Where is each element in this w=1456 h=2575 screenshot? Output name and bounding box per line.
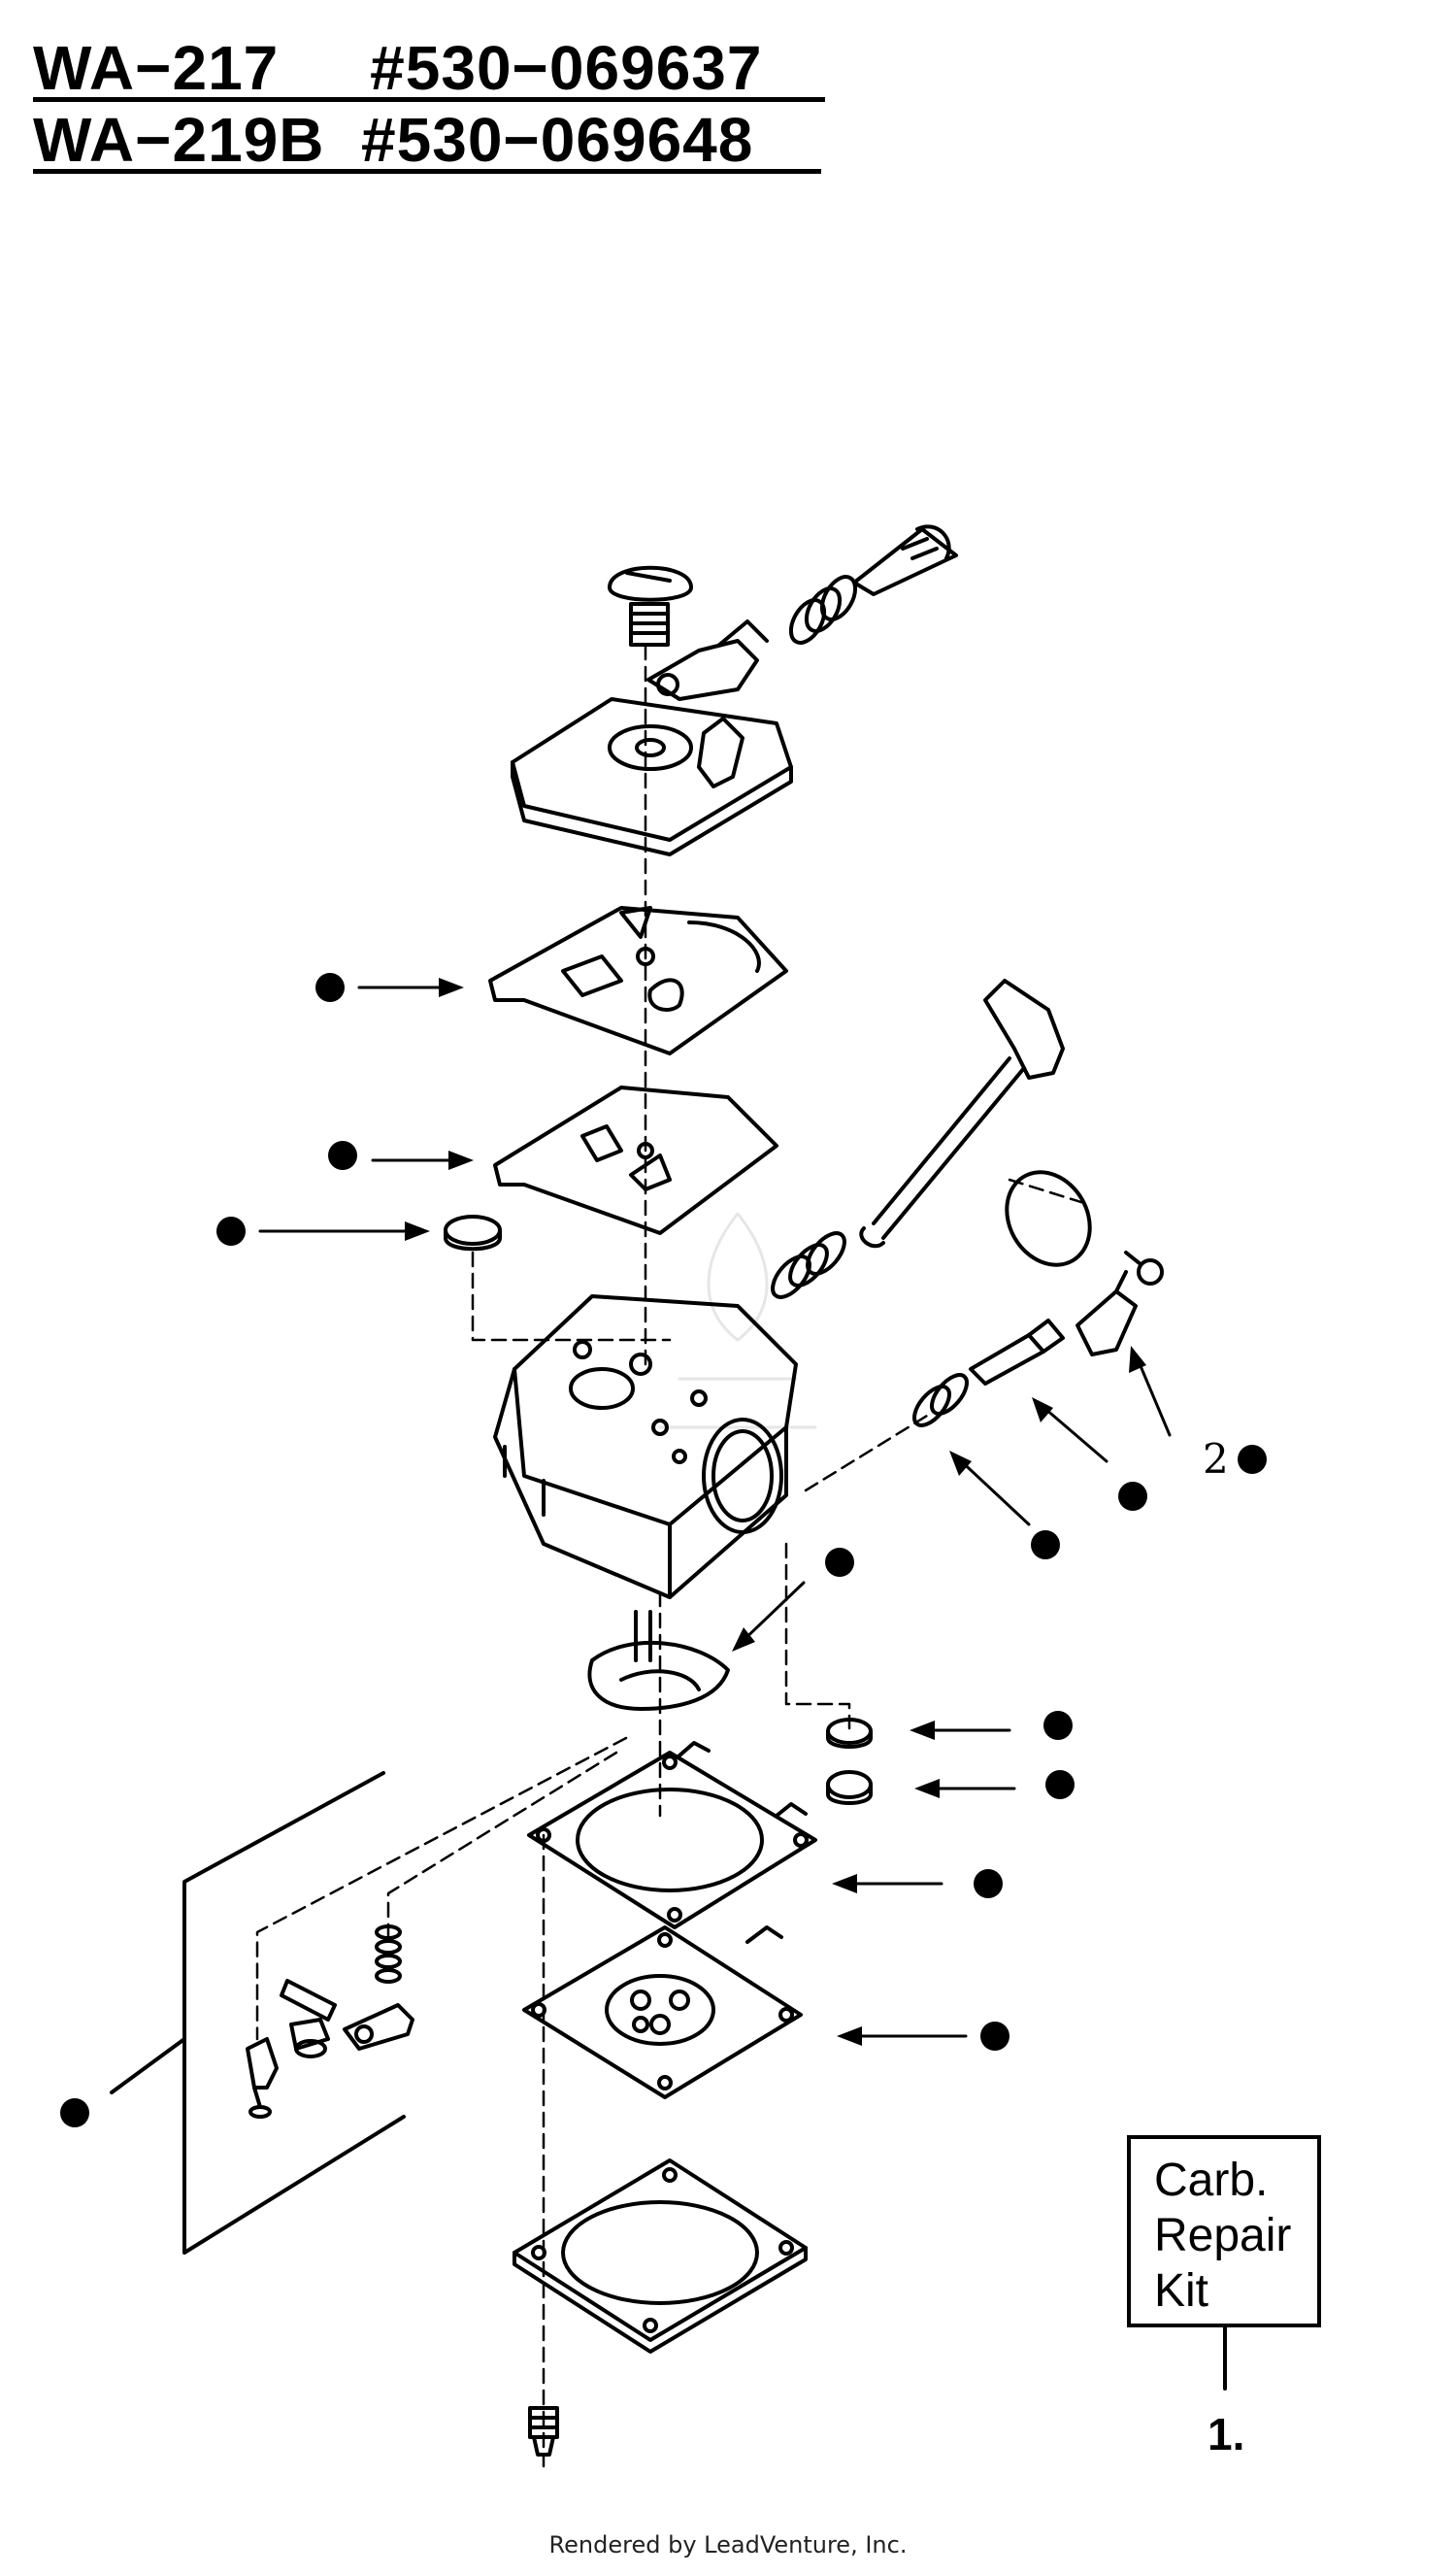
- leadventure-watermark: [658, 1212, 817, 1429]
- metering-gasket: [527, 1741, 817, 1929]
- model-name-2: WA−219B: [33, 105, 325, 175]
- model-line-2: WA−219B #530−069648: [33, 109, 753, 171]
- header-rule-2: [33, 169, 821, 174]
- pump-gasket-upper: [488, 906, 788, 1055]
- metering-lever: [1075, 1270, 1138, 1356]
- pump-cover: [511, 697, 793, 856]
- filter-screen-small: [826, 1718, 873, 1749]
- kit-line-3: Kit: [1154, 2265, 1209, 2317]
- kit-line-1: Carb.: [1154, 2155, 1269, 2206]
- header-rule-1: [33, 97, 825, 102]
- part-number-1: #530−069637: [370, 33, 763, 103]
- metering-disc: [587, 1610, 730, 1711]
- idle-adjust-screw: [788, 524, 958, 645]
- pump-diaphragm: [493, 1086, 778, 1235]
- kit-bracket: [110, 1771, 406, 2255]
- throttle-shaft: [859, 979, 1164, 1286]
- cover-screw-bottom: [528, 2406, 559, 2457]
- choke-spring: [771, 1231, 846, 1299]
- callout-dots: [60, 973, 1267, 2127]
- assembly-centerlines: [255, 644, 1089, 2468]
- model-line-1: WA−217 #530−069637: [33, 37, 762, 99]
- inlet-needle-parts: [246, 1924, 414, 2119]
- carb-repair-kit-box: Carb. Repair Kit: [1127, 2135, 1321, 2327]
- metering-diaphragm: [522, 1925, 803, 2099]
- arrowheads: [405, 978, 1146, 2046]
- check-valve-disc: [826, 1770, 873, 1805]
- metering-cover: [513, 2158, 808, 2354]
- cover-screw: [608, 565, 693, 647]
- kit-reference-number: 1.: [1208, 2409, 1245, 2459]
- kit-line-2: Repair: [1154, 2210, 1292, 2261]
- throttle-lever: [646, 619, 769, 701]
- carburetor-body: [493, 1294, 798, 1599]
- inlet-screen: [444, 1215, 502, 1252]
- callout-label-2: 2: [1203, 1435, 1229, 1483]
- model-name-1: WA−217: [33, 33, 280, 103]
- part-number-2: #530−069648: [361, 105, 754, 175]
- callout-arrows: [258, 986, 1172, 2038]
- footer-credit: Rendered by LeadVenture, Inc.: [548, 2531, 908, 2558]
- inlet-needle: [912, 1319, 1065, 1427]
